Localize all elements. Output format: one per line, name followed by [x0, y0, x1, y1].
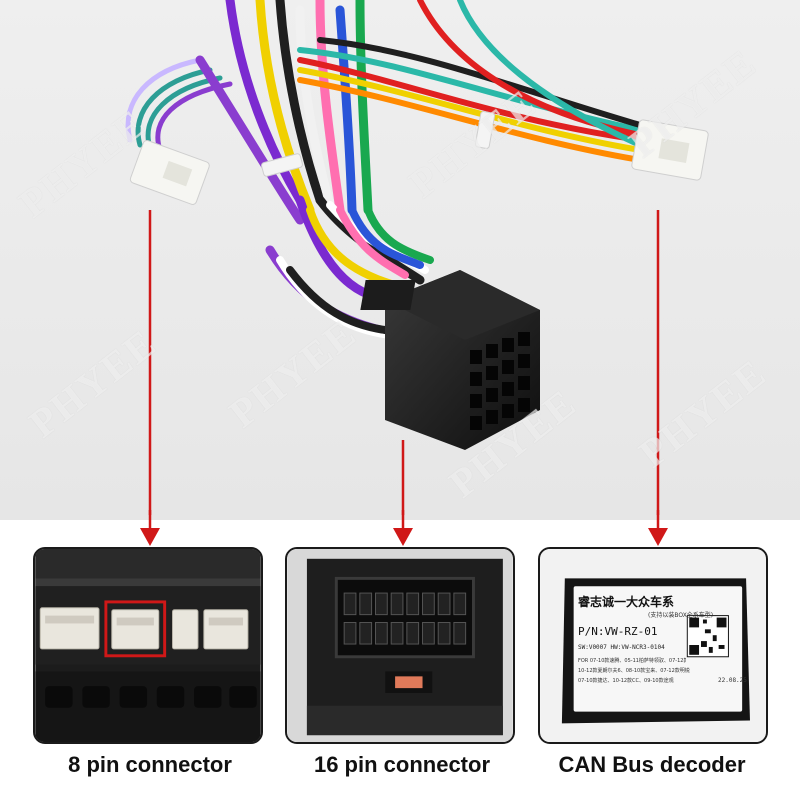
decoder-label-line: FOR 07-10款速腾、05-11柏萨特领驭、07-12款迈腾: [578, 658, 686, 664]
8-pin-connector-photo: [35, 549, 261, 742]
black-16-pin-connector: [360, 270, 540, 450]
8-pin-highlight-box: [104, 600, 167, 658]
fuse-icon: [395, 676, 423, 689]
caption-8-pin-connector: 8 pin connector: [68, 752, 232, 777]
arrow-heads: [140, 510, 668, 546]
qr-code-icon: [686, 615, 729, 658]
panel-16-pin-connector: [285, 547, 515, 744]
decoder-label-sw: SW:V0007 HW:VW-NCR3-0104: [578, 644, 665, 651]
decoder-label-line: 10-12款夏朗尔夫6、08-10款宝来、07-12款明锐: [578, 668, 690, 674]
panel-can-bus-decoder: 睿志诚一大众车系 (支持以装BOX全系车型) P/N:VW-RZ-01 SW:V…: [538, 547, 768, 744]
caption-can-bus-decoder: CAN Bus decoder: [558, 752, 746, 777]
decoder-label-line: 07-10款捷达、10-12款CC、09-10款途观: [578, 678, 674, 684]
panel-8-pin-connector: [33, 547, 263, 744]
decoder-label-pn: P/N:VW-RZ-01: [578, 625, 658, 638]
small-white-connector-left: [129, 139, 210, 205]
caption-16-pin-connector: 16 pin connector: [313, 752, 491, 777]
wiring-harness-photo: [0, 0, 800, 520]
decoder-label-subtitle: (支持以装BOX全系车型): [648, 612, 714, 619]
wiring-harness-illustration: [0, 0, 800, 520]
can-bus-decoder-photo: [540, 549, 766, 742]
small-white-connector-right: [631, 119, 709, 181]
16-pin-connector-photo: [287, 549, 513, 742]
decoder-label-title: 睿志诚一大众车系: [578, 595, 675, 609]
decoder-label-date: 22.08.25: [718, 677, 747, 684]
